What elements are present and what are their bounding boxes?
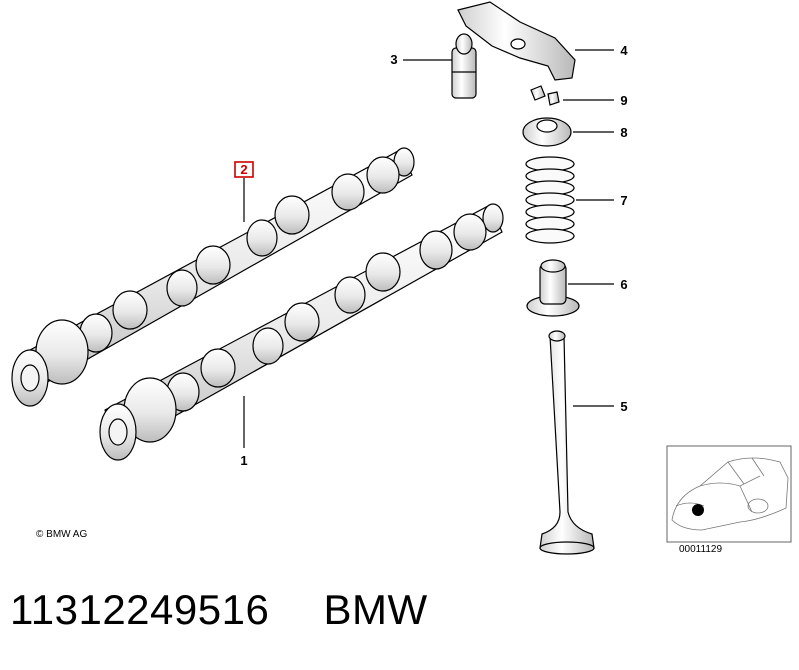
highlight-box <box>234 161 254 178</box>
inset-car-view: 00011129 <box>666 445 792 555</box>
callout-3: 3 <box>390 52 397 67</box>
valve-spring <box>525 156 575 244</box>
callout-8: 8 <box>620 125 627 140</box>
location-marker <box>692 504 704 516</box>
callout-6: 6 <box>620 277 627 292</box>
leader-lines <box>243 49 614 448</box>
spring-retainer <box>522 117 572 147</box>
copyright-text: © BMW AG <box>36 529 87 540</box>
camshaft-upper <box>11 147 415 407</box>
part-number: 11312249516 <box>10 586 270 633</box>
camshaft-lower <box>99 203 504 461</box>
rocker-arm <box>457 1 576 81</box>
callout-1: 1 <box>240 453 247 468</box>
brand-name: BMW <box>323 586 428 633</box>
valve-stem-seal <box>526 259 580 317</box>
callout-5: 5 <box>620 399 627 414</box>
callout-2: 2 <box>240 162 247 177</box>
valve-keepers <box>530 85 560 106</box>
intake-valve <box>539 330 595 555</box>
callout-7: 7 <box>620 193 627 208</box>
callout-4: 4 <box>620 43 628 58</box>
callout-9: 9 <box>620 93 627 108</box>
inset-code: 00011129 <box>679 544 722 555</box>
hydraulic-tappet <box>451 33 477 99</box>
caption: 11312249516 BMW <box>10 586 428 634</box>
